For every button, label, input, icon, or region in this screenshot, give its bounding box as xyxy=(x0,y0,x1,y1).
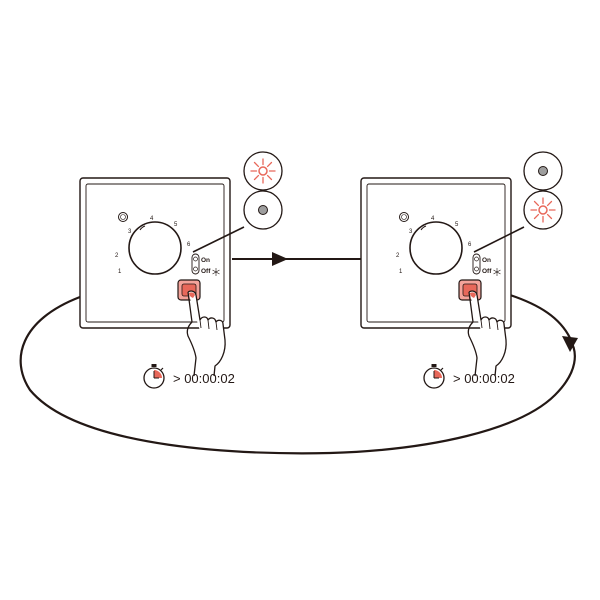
dial-scale-label: 6 xyxy=(468,242,472,248)
switch-on-label: On xyxy=(201,257,210,264)
timer-label: > 00:00:02 xyxy=(173,371,235,386)
dial-scale: 1 2 3 4 5 6 xyxy=(115,216,191,275)
dial-scale-label: 2 xyxy=(396,253,400,259)
dial-scale-label: 6 xyxy=(187,242,191,248)
dial-scale-label: 5 xyxy=(174,222,178,228)
dial-scale-label: 5 xyxy=(455,222,459,228)
switch-on-label: On xyxy=(482,257,491,264)
stopwatch-icon xyxy=(143,363,165,389)
led-dim-icon xyxy=(243,190,283,230)
switch-off-label: Off xyxy=(482,268,492,275)
led-lit-icon xyxy=(243,151,283,191)
led-dim-icon xyxy=(523,151,563,191)
dial-scale-label: 2 xyxy=(115,253,119,259)
dial-scale-label: 3 xyxy=(128,229,132,235)
dial-scale-label: 1 xyxy=(118,269,122,275)
thermostat-panel xyxy=(360,177,512,329)
thermostat-panel xyxy=(79,177,231,329)
dial-scale-label: 4 xyxy=(150,216,154,222)
step-2: 1 2 3 4 5 6 On Off > 00:00:02 xyxy=(360,151,563,389)
dial-scale-label: 3 xyxy=(409,229,413,235)
cycle-arrow-icon xyxy=(19,252,578,455)
dial-scale-label: 1 xyxy=(399,269,403,275)
led-lit-icon xyxy=(523,190,563,230)
timer-label: > 00:00:02 xyxy=(453,371,515,386)
step-1: 1 2 3 4 5 6 On Off > 00:00:02 xyxy=(79,151,283,389)
dial-scale: 1 2 3 4 5 6 xyxy=(396,216,472,275)
switch-off-label: Off xyxy=(201,268,211,275)
dial-scale-label: 4 xyxy=(431,216,435,222)
stopwatch-icon xyxy=(423,363,445,389)
